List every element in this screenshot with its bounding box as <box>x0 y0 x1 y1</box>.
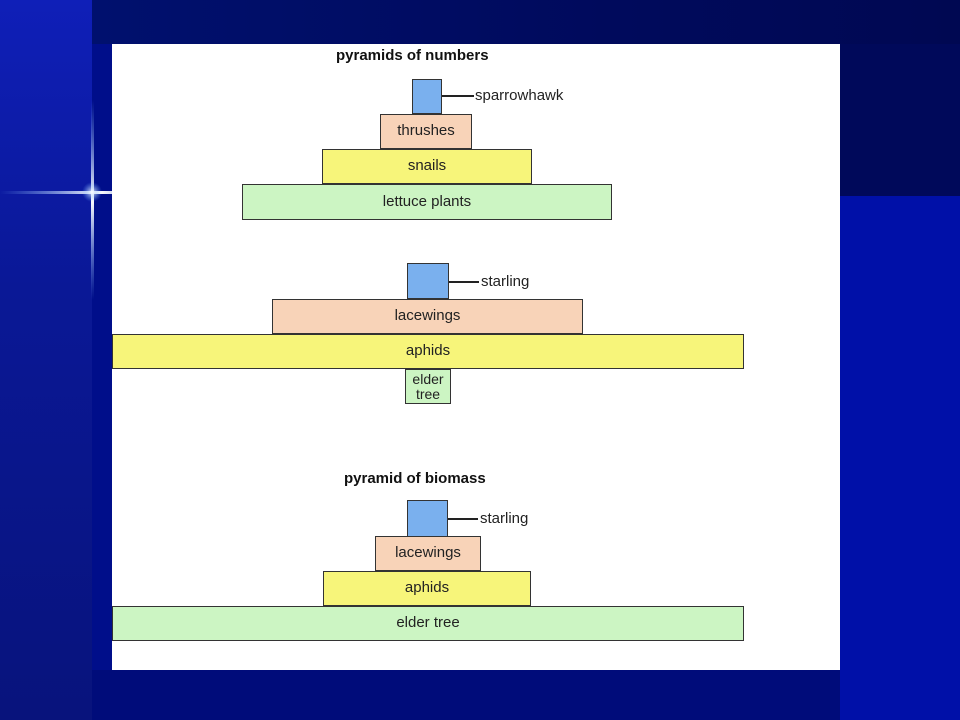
pyramid2-secondary-bar: lacewings <box>272 299 583 334</box>
pyramid1-leader-line <box>442 95 474 97</box>
pyramid1-producer-label: lettuce plants <box>382 192 472 210</box>
pyramid2-secondary-label: lacewings <box>394 307 461 325</box>
pyramid1-secondary-label: thrushes <box>397 122 455 140</box>
pyramid2-producer-label-line2: tree <box>415 385 441 402</box>
pyramid1-tertiary-bar <box>412 79 442 114</box>
pyramid2-primary-bar: aphids <box>112 334 744 369</box>
pyramid3-primary-bar: aphids <box>323 571 531 606</box>
pyramid1-primary-bar: snails <box>322 149 532 184</box>
biomass-title: pyramid of biomass <box>344 470 486 487</box>
pyramid1-secondary-bar: thrushes <box>380 114 472 149</box>
pyramid2-producer-label-line1: elder <box>412 370 444 387</box>
slide-bottom-band <box>92 670 840 720</box>
pyramid1-primary-label: snails <box>407 157 447 175</box>
slide-right-band <box>840 196 960 720</box>
pyramid3-producer-label: elder tree <box>396 614 460 632</box>
pyramid2-tertiary-label: starling <box>481 273 530 290</box>
pyramid3-tertiary-bar <box>407 500 448 537</box>
numbers-title: pyramids of numbers <box>336 47 489 64</box>
pyramid2-primary-label: aphids <box>405 342 451 360</box>
slide-left-band <box>0 0 92 720</box>
pyramid3-secondary-bar: lacewings <box>375 536 481 571</box>
pyramid2-leader-line <box>449 281 479 283</box>
pyramid3-secondary-label: lacewings <box>395 544 461 562</box>
pyramid1-producer-bar: lettuce plants <box>242 184 612 220</box>
pyramid1-tertiary-label: sparrowhawk <box>475 87 564 104</box>
pyramid3-tertiary-label: starling <box>480 510 529 527</box>
pyramid2-tertiary-bar <box>407 263 449 299</box>
diagram-panel: pyramids of numbers sparrowhawk thrushes… <box>112 44 840 670</box>
pyramid3-producer-bar: elder tree <box>112 606 744 641</box>
pyramid3-primary-label: aphids <box>404 579 450 597</box>
pyramid2-producer-bar: elder tree <box>405 369 451 404</box>
slide-top-band <box>92 0 960 44</box>
slide-topright-band <box>840 44 960 196</box>
pyramid3-leader-line <box>448 518 478 520</box>
